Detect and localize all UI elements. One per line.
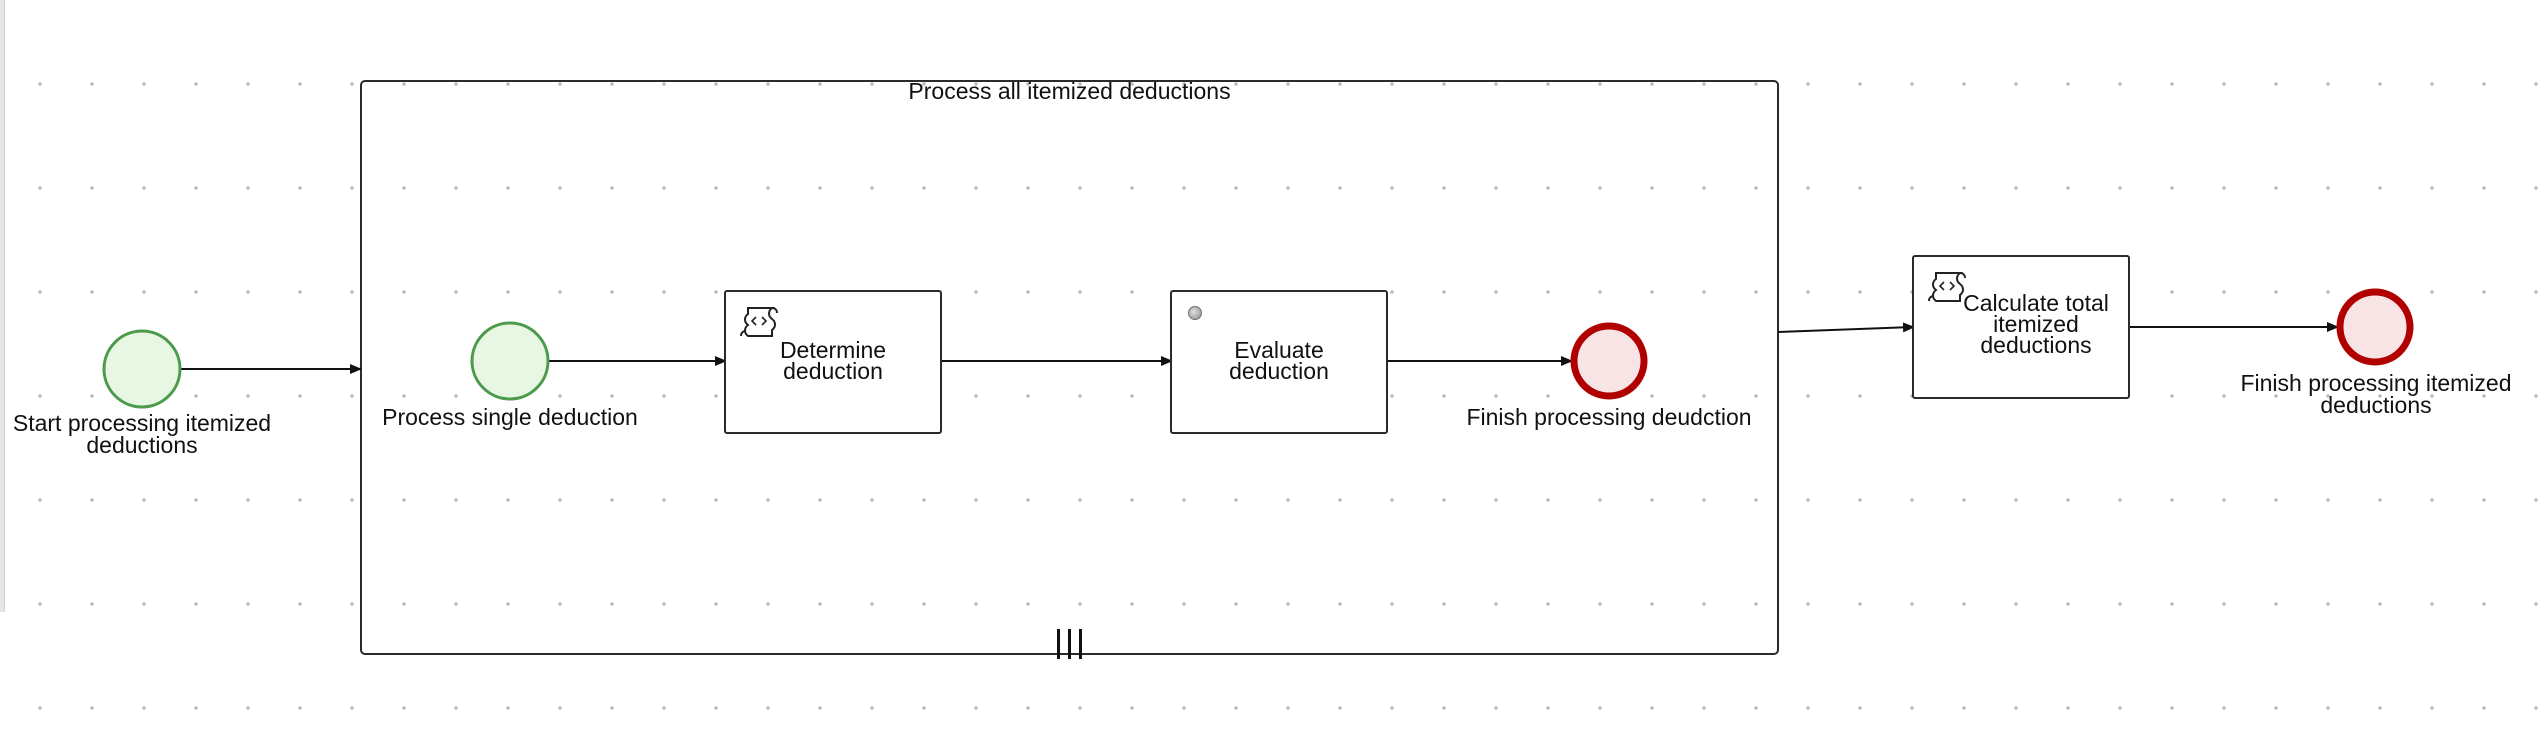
business-rule-marker-icon	[1188, 306, 1202, 320]
canvas-left-edge	[0, 0, 5, 612]
determine-deduction-label: Determine deduction	[779, 337, 887, 384]
subprocess-title: Process all itemized deductions	[908, 78, 1231, 104]
outer-end-event[interactable]	[2336, 288, 2414, 366]
determine-deduction-task[interactable]: Determine deduction	[724, 290, 942, 434]
inner-start-event-label: Process single deduction	[382, 404, 638, 430]
calculate-total-label: Calculate total itemized deductions	[1963, 290, 2109, 358]
inner-start-event[interactable]	[470, 321, 550, 401]
parallel-multi-instance-marker	[1057, 629, 1083, 659]
outer-start-event-label: Start processing itemized deductions	[12, 410, 272, 458]
outer-end-event-label: Finish processing itemized deductions	[2240, 370, 2512, 418]
script-task-icon	[1928, 272, 1966, 302]
calculate-total-task[interactable]: Calculate total itemized deductions	[1912, 255, 2130, 399]
script-task-icon	[740, 307, 778, 337]
inner-end-event-label: Finish processing deudction	[1466, 404, 1752, 430]
flow-subprocess-to-calculate[interactable]	[1777, 322, 1915, 333]
inner-end-event[interactable]	[1570, 322, 1648, 400]
subprocess-container[interactable]	[360, 80, 1779, 655]
evaluate-deduction-label: Evaluate deduction	[1229, 337, 1329, 384]
outer-start-event[interactable]	[102, 329, 182, 409]
evaluate-deduction-task[interactable]: Evaluate deduction	[1170, 290, 1388, 434]
